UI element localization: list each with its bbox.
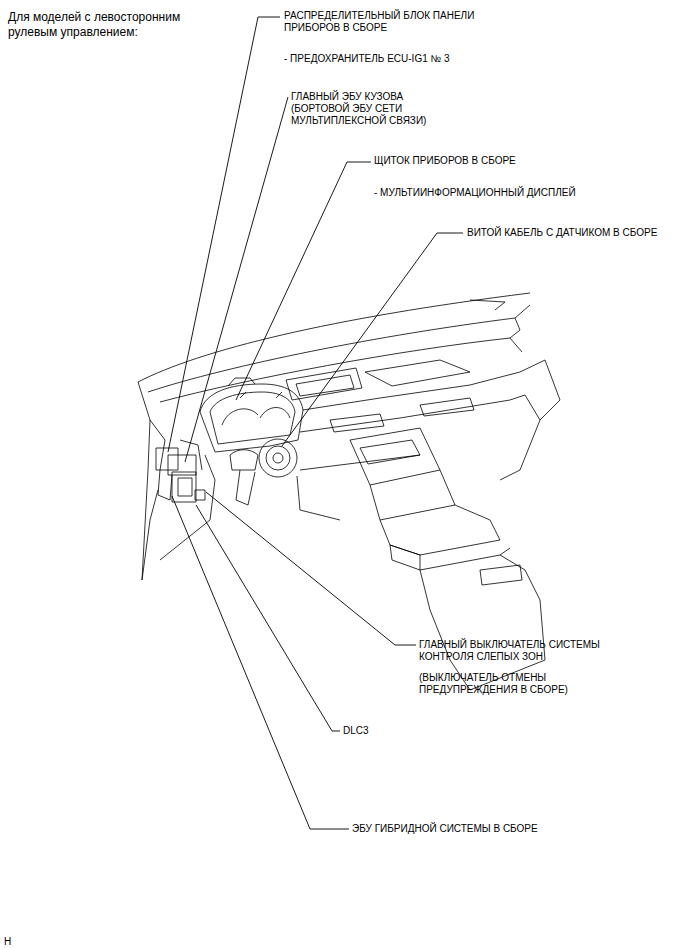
leader-lines <box>168 17 463 829</box>
part-label: ЩИТОК ПРИБОРОВ В СБОРЕ <box>374 155 516 167</box>
part-sublabel: (ВЫКЛЮЧАТЕЛЬ ОТМЕНЫ ПРЕДУПРЕЖДЕНИЯ В СБО… <box>419 672 587 696</box>
part-label: ВИТОЙ КАБЕЛЬ С ДАТЧИКОМ В СБОРЕ <box>467 227 657 239</box>
part-label: РАСПРЕДЕЛИТЕЛЬНЫЙ БЛОК ПАНЕЛИ ПРИБОРОВ В… <box>284 10 506 34</box>
part-label: ЭБУ ГИБРИДНОЙ СИСТЕМЫ В СБОРЕ <box>352 823 538 835</box>
part-label: ГЛАВНЫЙ ВЫКЛЮЧАТЕЛЬ СИСТЕМЫ КОНТРОЛЯ СЛЕ… <box>419 639 629 663</box>
part-label: ГЛАВНЫЙ ЭБУ КУЗОВА (БОРТОВОЙ ЭБУ СЕТИ МУ… <box>291 91 446 127</box>
part-sublabel: - МУЛЬТИИНФОРМАЦИОННЫЙ ДИСПЛЕЙ <box>374 187 576 199</box>
part-label: DLC3 <box>343 725 369 737</box>
diagram-title: Для моделей с левосторонним рулевым упра… <box>8 10 203 40</box>
figure-code: H <box>4 936 11 948</box>
part-sublabel: - ПРЕДОХРАНИТЕЛЬ ECU-IG1 № 3 <box>284 53 450 65</box>
